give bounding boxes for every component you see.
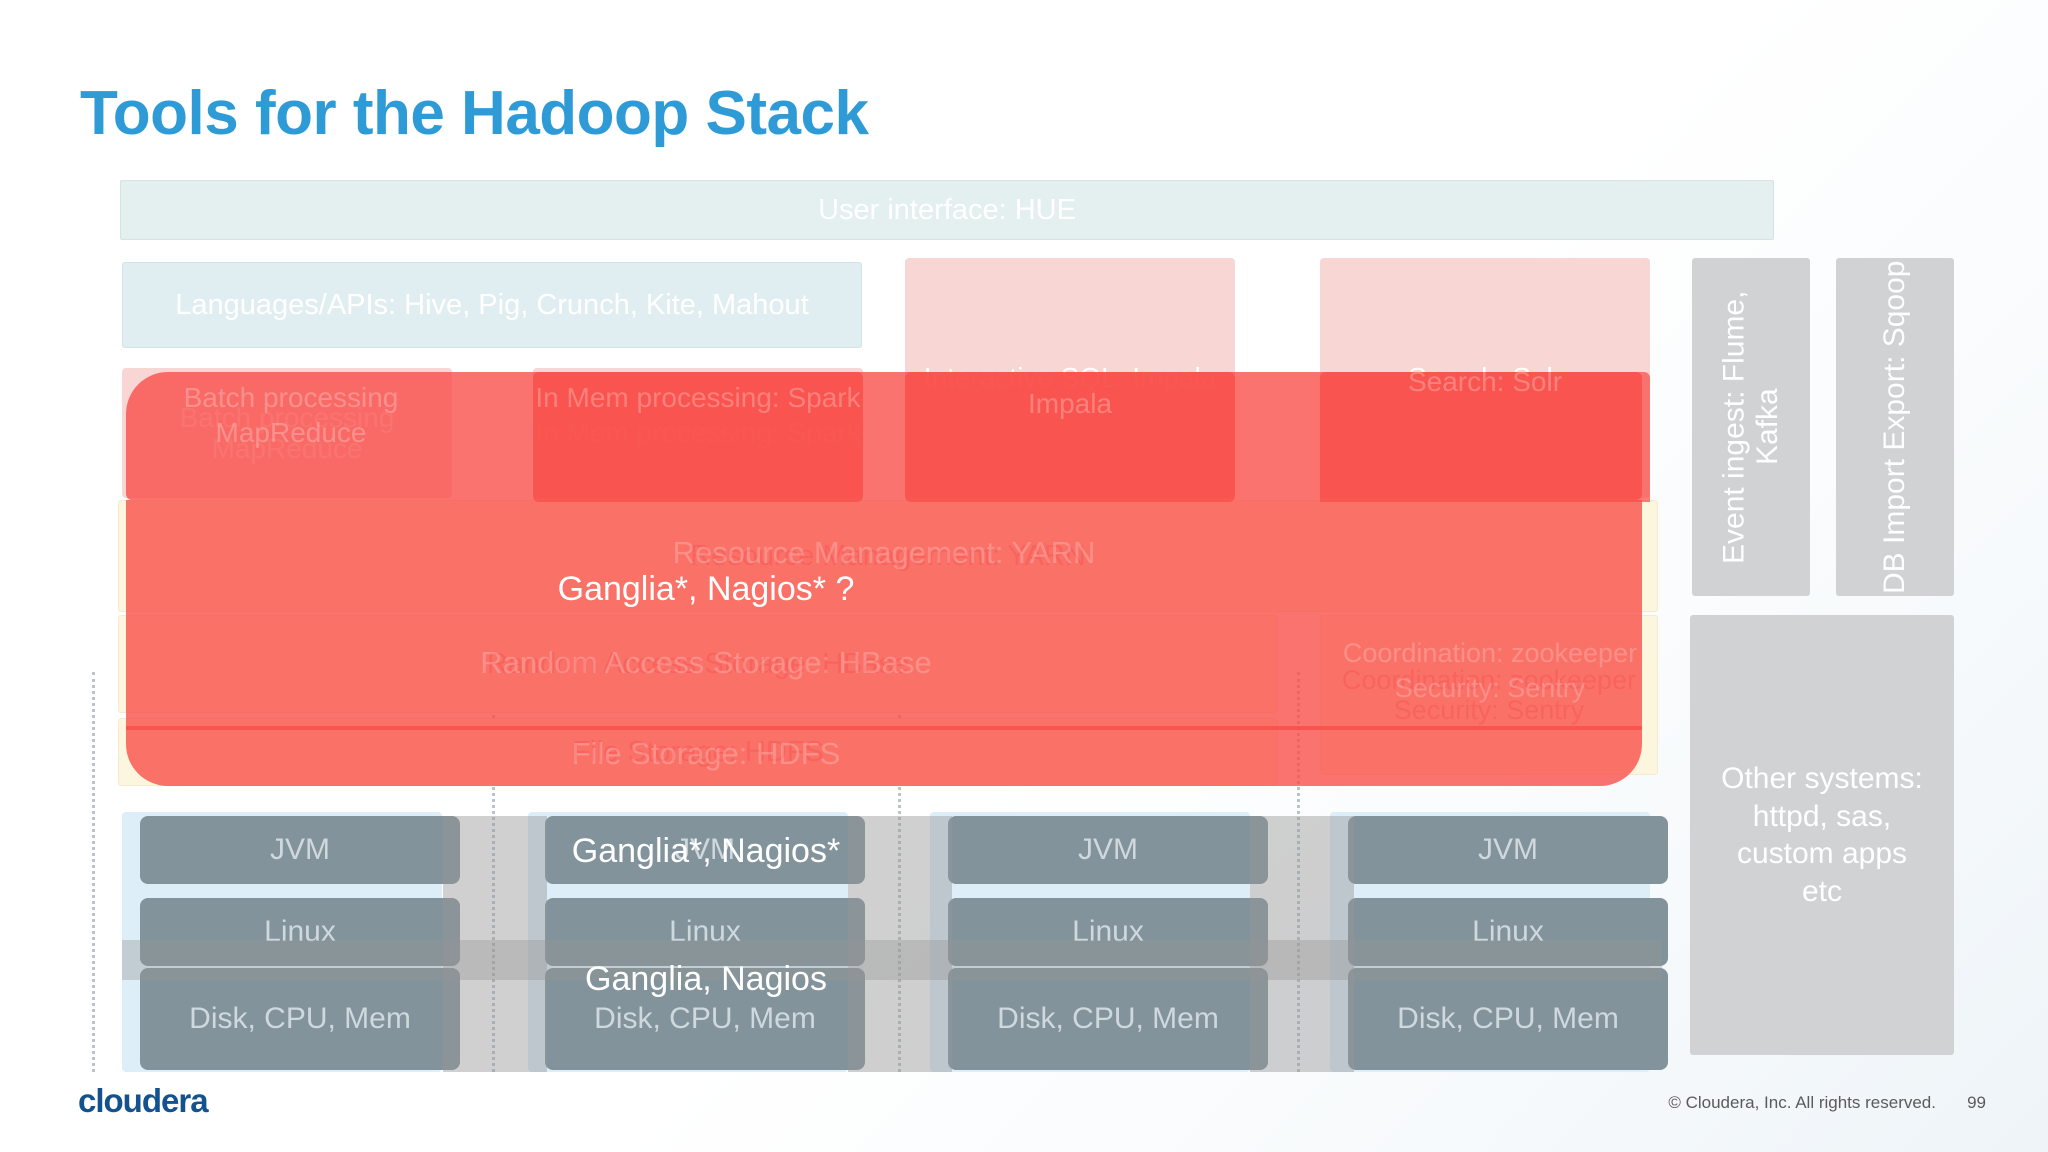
monitoring-overlay-yarn xyxy=(126,500,1642,610)
monitoring-overlay-solr xyxy=(1320,372,1650,502)
monitoring-overlay-hdfs xyxy=(126,726,1642,786)
node-linux-1[interactable]: Linux xyxy=(140,898,460,966)
overlay-label-yarn: Resource Management: YARN xyxy=(672,535,1096,570)
page-title: Tools for the Hadoop Stack xyxy=(80,79,869,148)
node-linux-4[interactable]: Linux xyxy=(1348,898,1668,966)
monitoring-overlay-spark xyxy=(533,372,863,502)
layer-languages-apis[interactable]: Languages/APIs: Hive, Pig, Crunch, Kite,… xyxy=(122,262,862,348)
column-divider-3 xyxy=(898,672,901,1072)
node-jvm-2[interactable]: JVM xyxy=(545,816,865,884)
node-jvm-1[interactable]: JVM xyxy=(140,816,460,884)
node-jvm-3[interactable]: JVM xyxy=(948,816,1268,884)
overlay-label-inmem: In Mem processing: Spark xyxy=(535,382,861,413)
callout-yarn-monitoring: Ganglia*, Nagios* ? xyxy=(557,570,855,608)
overlay-label-solr: Search: Solr xyxy=(1407,366,1563,397)
node-linux-2[interactable]: Linux xyxy=(545,898,865,966)
overlay-label-hbase: Random Access Storage: HBase xyxy=(480,645,932,680)
monitoring-overlay-impala xyxy=(905,372,1235,502)
node-hardware-2[interactable]: Disk, CPU, Mem xyxy=(545,968,865,1070)
page-number: 99 xyxy=(1967,1093,1986,1112)
copyright-text: © Cloudera, Inc. All rights reserved. xyxy=(1668,1093,1936,1112)
callout-linux-monitoring: Ganglia, Nagios xyxy=(585,960,827,998)
node-jvm-4[interactable]: JVM xyxy=(1348,816,1668,884)
column-divider-4 xyxy=(1297,672,1300,1072)
monitoring-gap-wash-1 xyxy=(443,816,547,1072)
node-hardware-4[interactable]: Disk, CPU, Mem xyxy=(1348,968,1668,1070)
monitoring-band-wash xyxy=(122,940,1662,980)
node-hardware-3[interactable]: Disk, CPU, Mem xyxy=(948,968,1268,1070)
node-linux-3[interactable]: Linux xyxy=(948,898,1268,966)
overlay-label-impala: Impala xyxy=(1027,388,1113,419)
other-systems-panel[interactable]: Other systems: httpd, sas, custom apps e… xyxy=(1690,615,1954,1055)
callout-jvm-monitoring: Ganglia*, Nagios* xyxy=(571,832,841,870)
side-column-event-ingest[interactable]: Event ingest: Flume, Kafka xyxy=(1692,258,1810,596)
monitoring-gap-wash-2 xyxy=(848,816,952,1072)
side-column-db-import-export[interactable]: DB Import Export: Sqoop xyxy=(1836,258,1954,596)
overlay-label-batch: Batch processing MapReduce xyxy=(183,382,399,448)
node-hardware-1[interactable]: Disk, CPU, Mem xyxy=(140,968,460,1070)
layer-user-interface[interactable]: User interface: HUE xyxy=(120,180,1774,240)
monitoring-overlay-storage xyxy=(126,610,1642,730)
column-divider-2 xyxy=(492,672,495,1072)
overlay-label-coordination: Coordination: zookeeper Security: Sentry xyxy=(1342,638,1638,703)
overlay-label-hdfs: File Storage: HDFS xyxy=(571,736,841,771)
cloudera-logo: cloudera xyxy=(78,1082,209,1119)
column-divider-1 xyxy=(92,672,95,1072)
monitoring-gap-wash-3 xyxy=(1250,816,1354,1072)
